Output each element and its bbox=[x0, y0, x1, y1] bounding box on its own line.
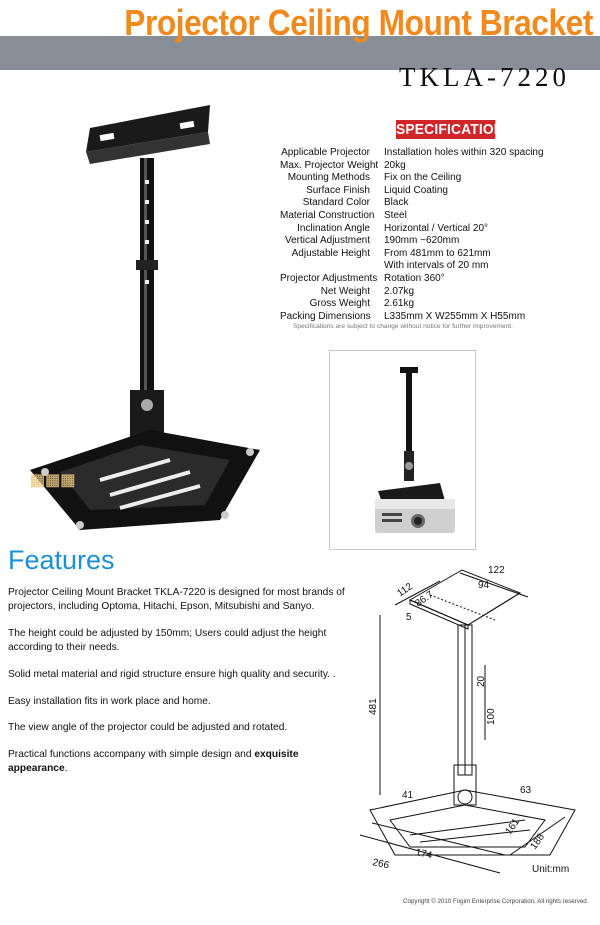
features-heading: Features bbox=[8, 545, 115, 575]
spec-row: Packing Dimensions L335mm X W255mm X H55m… bbox=[280, 311, 590, 324]
spec-label: Applicable Projector bbox=[281, 147, 370, 158]
dim-label: 174 bbox=[414, 847, 433, 861]
spec-row: Gross Weight 2.61kg bbox=[280, 298, 590, 311]
feature-item: The height could be adjusted by 150mm; U… bbox=[8, 627, 327, 654]
dim-label: 63 bbox=[520, 785, 532, 796]
spec-row: Inclination Angle Horizontal / Vertical 2… bbox=[280, 223, 590, 236]
copyright-text: Copyright © 2010 Fogim Enterprise Corpor… bbox=[403, 898, 589, 905]
spec-row: Material Construction Steel bbox=[280, 210, 590, 223]
feature-item: Solid metal material and rigid structure… bbox=[8, 668, 336, 680]
spec-note: Specifications are subject to change wit… bbox=[293, 323, 513, 330]
dim-label: 481 bbox=[368, 698, 379, 715]
spec-row: Mounting Methods Fix on the Ceiling bbox=[280, 172, 590, 185]
spec-value: L335mm X W255mm X H55mm bbox=[384, 310, 526, 322]
dim-label: 161 bbox=[503, 816, 522, 836]
feature-tail: . bbox=[64, 763, 68, 775]
spec-value: Rotation 360° bbox=[384, 272, 445, 284]
spec-label: Gross Weight bbox=[309, 298, 370, 310]
spec-value: Liquid Coating bbox=[384, 184, 448, 196]
dim-label: 5 bbox=[406, 612, 412, 623]
feature-item: Easy installation fits in work place and… bbox=[8, 695, 211, 707]
product-photo: ▦▦▦ bbox=[30, 104, 260, 530]
spec-table: Applicable Projector Installation holes w… bbox=[280, 147, 590, 323]
spec-value: From 481mm to 621mm bbox=[384, 247, 491, 259]
feature-item: The view angle of the projector could be… bbox=[8, 722, 288, 734]
spec-label: Material Construction bbox=[280, 209, 375, 221]
features-list: Projector Ceiling Mount Bracket TKLA-722… bbox=[8, 586, 348, 789]
specification-badge: SPECIFICATION bbox=[396, 120, 504, 139]
spec-value: Steel bbox=[384, 209, 407, 221]
spec-label: Packing Dimensions bbox=[280, 310, 371, 322]
spec-label: Projector Adjustments bbox=[280, 272, 378, 284]
spec-value: 190mm ~620mm bbox=[384, 235, 460, 247]
dim-label: 112 bbox=[395, 581, 415, 599]
dimension-diagram: 122 94 112 86.7 5 481 20 100 41 63 174 1… bbox=[359, 565, 576, 874]
svg-text:▦▦▦: ▦▦▦ bbox=[30, 472, 75, 489]
feature-item: Practical functions accompany with simpl… bbox=[8, 748, 348, 776]
title-band bbox=[0, 36, 600, 70]
spec-value: Horizontal / Vertical 20° bbox=[384, 222, 489, 234]
spec-row: Projector Adjustments Rotation 360° bbox=[280, 273, 590, 286]
spec-label: Inclination Angle bbox=[297, 222, 370, 234]
spec-label: Surface Finish bbox=[306, 184, 370, 196]
model-number: TKLA-7220 bbox=[399, 62, 570, 92]
dim-label: 41 bbox=[402, 790, 414, 801]
spec-value: Fix on the Ceiling bbox=[384, 172, 462, 184]
spec-row: Standard Color Black bbox=[280, 197, 590, 210]
spec-value: With intervals of 20 mm bbox=[384, 260, 489, 272]
page-title: Projector Ceiling Mount Bracket bbox=[124, 2, 593, 43]
spec-row: Adjustable Height From 481mm to 621mm bbox=[280, 248, 590, 261]
unit-label: Unit:mm bbox=[532, 864, 570, 875]
mounted-projector-illustration bbox=[375, 367, 455, 533]
spec-row: Surface Finish Liquid Coating bbox=[280, 185, 590, 198]
feature-bold-text: exquisite appearance bbox=[8, 748, 299, 775]
feature-item: Projector Ceiling Mount Bracket TKLA-722… bbox=[8, 587, 345, 613]
spec-value: Black bbox=[384, 197, 409, 209]
spec-label bbox=[280, 260, 384, 273]
dim-label: 20 bbox=[476, 675, 487, 687]
spec-label: Max. Projector Weight bbox=[280, 159, 379, 171]
dim-label: 94 bbox=[478, 580, 490, 591]
spec-row: With intervals of 20 mm bbox=[280, 260, 590, 273]
spec-label: Vertical Adjustment bbox=[284, 235, 370, 247]
spec-value: Installation holes within 320 spacing bbox=[384, 147, 544, 158]
spec-row: Vertical Adjustment 190mm ~620mm bbox=[280, 235, 590, 248]
spec-label: Adjustable Height bbox=[291, 247, 370, 259]
spec-value: 2.07kg bbox=[384, 285, 415, 297]
spec-label: Standard Color bbox=[302, 197, 370, 209]
dim-label: 266 bbox=[371, 857, 390, 871]
mounted-projector-photo bbox=[329, 350, 476, 550]
spec-row: Net Weight 2.07kg bbox=[280, 286, 590, 299]
spec-row: Applicable Projector Installation holes w… bbox=[280, 147, 590, 160]
spec-label: Net Weight bbox=[320, 285, 370, 297]
dim-label: 122 bbox=[488, 565, 505, 576]
spec-value: 20kg bbox=[384, 159, 406, 171]
spec-value: 2.61kg bbox=[384, 298, 415, 310]
dim-label: 100 bbox=[486, 708, 497, 725]
spec-row: Max. Projector Weight 20kg bbox=[280, 160, 590, 173]
spec-label: Mounting Methods bbox=[287, 172, 370, 184]
dim-label: 188 bbox=[528, 831, 547, 851]
feature-text: Practical functions accompany with simpl… bbox=[8, 748, 255, 760]
